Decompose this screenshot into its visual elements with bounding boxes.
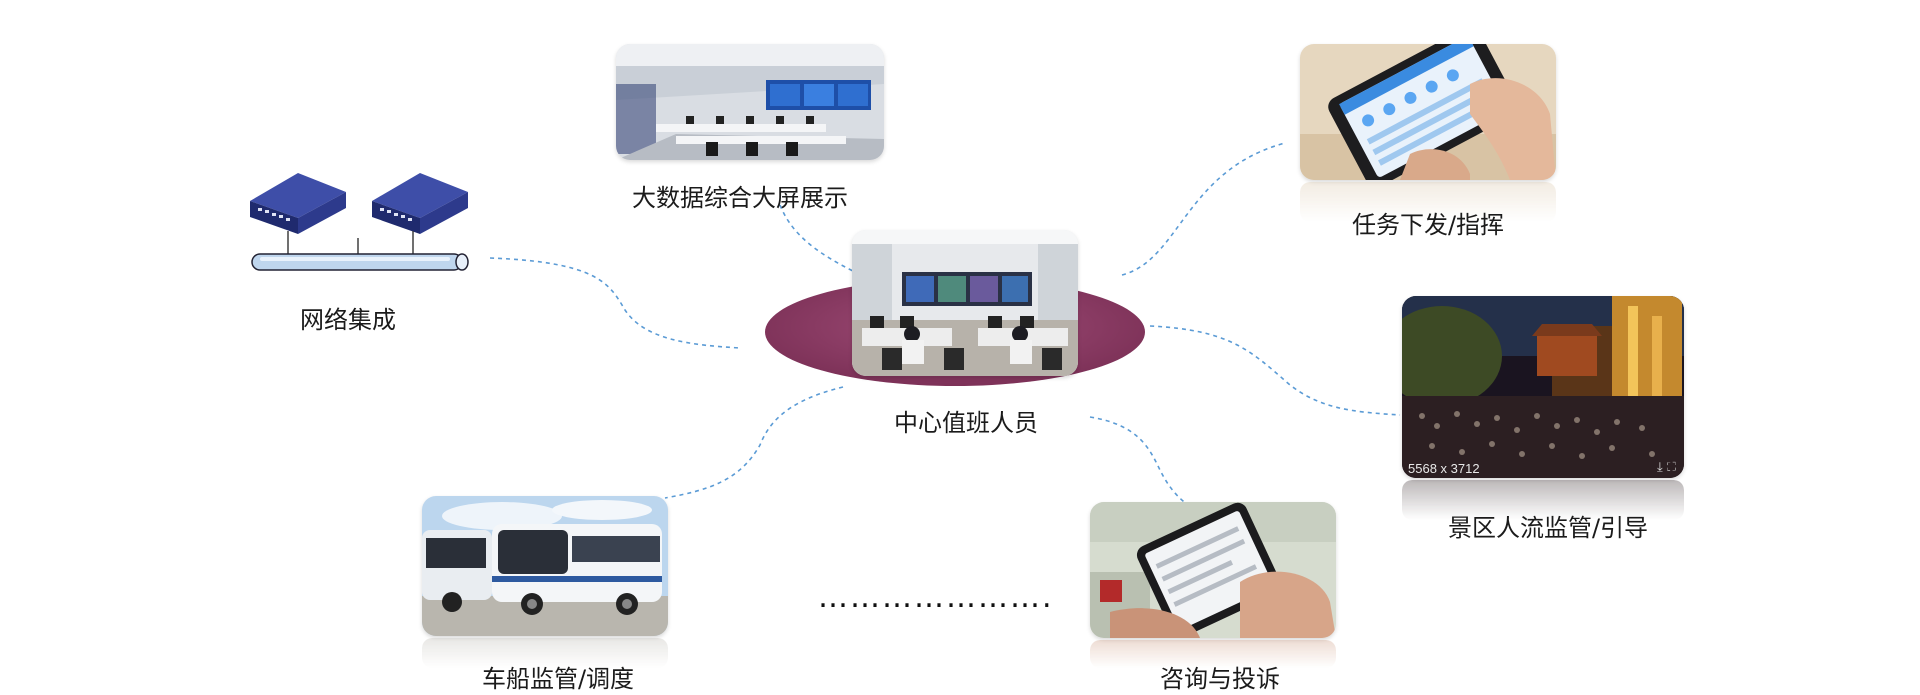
photo-task-dispatch (1300, 44, 1556, 180)
photo-center-duty-staff (852, 230, 1078, 376)
photo-vehicle-bus (422, 496, 668, 636)
network-switch-diagram (250, 173, 469, 271)
image-dimensions-text: 5568 x 3712 (1408, 461, 1480, 476)
network-bus-icon (251, 253, 469, 271)
connector-network (489, 257, 741, 349)
reflection-scenic (1402, 480, 1684, 520)
switch-icon-1 (250, 173, 346, 234)
connector-consult (1089, 416, 1196, 511)
photo-big-screen (616, 44, 884, 160)
reflection-consult (1090, 640, 1336, 668)
switch-icon-2 (372, 173, 468, 234)
connector-vehicle (664, 386, 844, 499)
photo-consult (1090, 502, 1336, 638)
label-scenic: 景区人流监管/引导 (1447, 514, 1649, 542)
label-vehicle: 车船监管/调度 (481, 665, 635, 693)
label-task-dispatch: 任务下发/指挥 (1351, 211, 1505, 239)
label-consult: 咨询与投诉 (1160, 665, 1280, 693)
label-network: 网络集成 (300, 306, 396, 334)
reflection-task-dispatch (1300, 182, 1556, 222)
reflection-vehicle (422, 638, 668, 668)
label-big-screen: 大数据综合大屏展示 (632, 184, 848, 212)
download-expand-icon: ⤓ ⛶ (1657, 460, 1676, 475)
label-center-duty-staff: 中心值班人员 (894, 409, 1038, 437)
connector-task (1121, 142, 1286, 276)
photo-scenic-crowd: 5568 x 3712 ⤓ ⛶ (1402, 296, 1684, 478)
connector-scenic (1149, 325, 1401, 416)
connector-big-screen (779, 204, 856, 273)
more-items-ellipsis: …………………. (818, 580, 1054, 615)
